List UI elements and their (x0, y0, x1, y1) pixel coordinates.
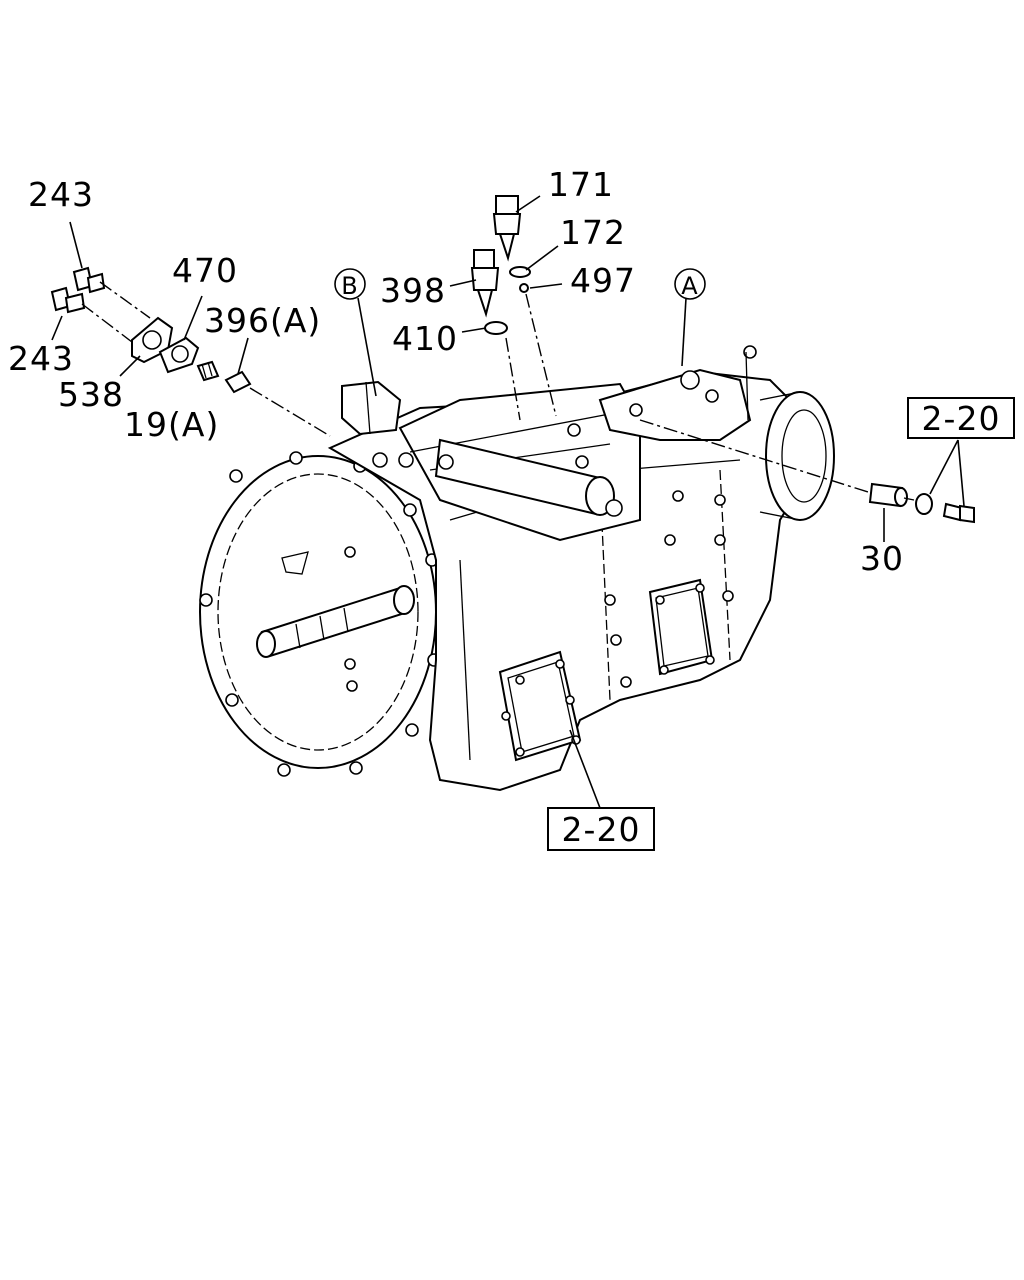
callout-171: 171 (548, 165, 614, 204)
bolt-right (942, 502, 975, 524)
callout-30: 30 (860, 539, 904, 578)
ref-box-bottom: 2-20 (547, 807, 655, 851)
washer-172 (509, 266, 531, 278)
callout-538: 538 (58, 375, 124, 414)
spring-19a (196, 360, 220, 382)
washer-410 (484, 321, 508, 335)
center-lines (81, 281, 915, 501)
callout-19a: 19(A) (124, 405, 219, 444)
svg-text:B: B (341, 272, 358, 300)
sensor-171 (492, 195, 522, 262)
callout-410: 410 (392, 319, 458, 358)
clutch-housing-inner (217, 473, 419, 751)
bolt-243-bottom (50, 286, 86, 314)
callout-497: 497 (570, 261, 636, 300)
bushing-30 (868, 482, 908, 508)
callout-243-top: 243 (28, 175, 94, 214)
input-shaft (256, 585, 415, 658)
leader-lines (51, 195, 965, 809)
svg-text:2-20: 2-20 (562, 810, 641, 849)
ball-497 (519, 283, 529, 293)
plunger-396a (224, 370, 252, 394)
transmission-assembly (199, 345, 835, 792)
callout-398: 398 (380, 271, 446, 310)
callout-396a: 396(A) (204, 301, 321, 340)
svg-text:A: A (681, 272, 698, 300)
ref-circle-a: A (674, 268, 706, 300)
svg-text:2-20: 2-20 (922, 399, 1001, 438)
callout-470: 470 (172, 251, 238, 290)
gasket-470 (158, 336, 200, 374)
callout-172: 172 (560, 213, 626, 252)
bolt-243-top (72, 266, 106, 294)
callout-243-bottom: 243 (8, 339, 74, 378)
ref-box-right: 2-20 (907, 397, 1015, 439)
ref-circle-b: B (334, 268, 366, 300)
washer-right (915, 493, 933, 515)
sensor-398 (470, 249, 500, 318)
